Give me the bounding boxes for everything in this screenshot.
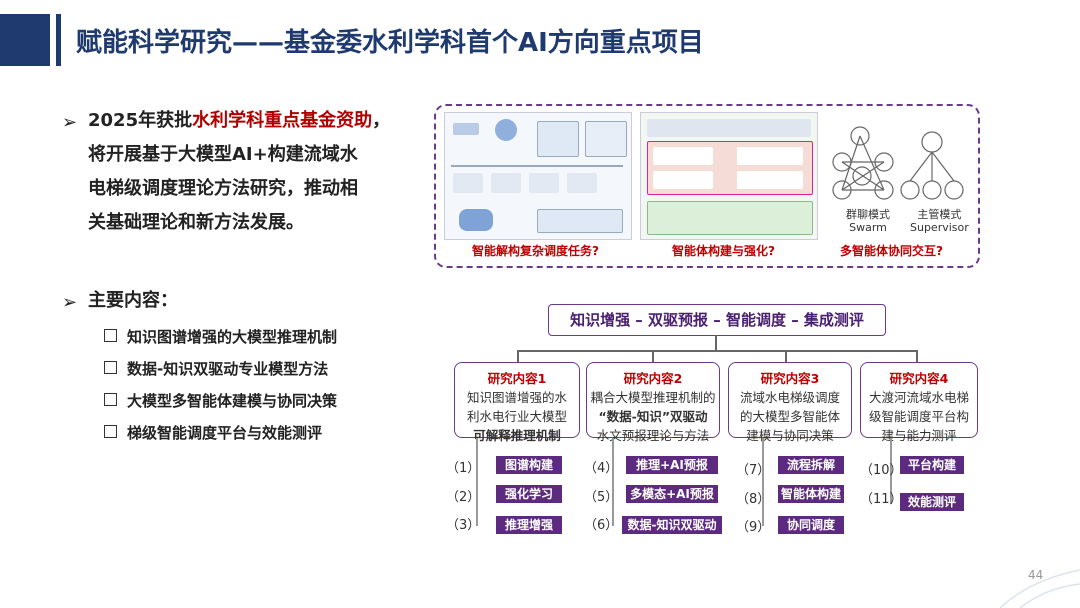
- research-content-line: “数据-知识”双驱动: [598, 409, 708, 424]
- header-accent-block: [0, 14, 50, 66]
- agent-network-icon: [832, 126, 964, 200]
- task-stem-line: [612, 438, 614, 526]
- content-item-text: 大模型多智能体建模与协同决策: [127, 392, 338, 410]
- task-number: （8）: [736, 492, 771, 507]
- task-pill: 多模态+AI预报: [626, 485, 718, 503]
- research-content-heading: 研究内容3: [760, 371, 820, 386]
- research-content-box-4: 研究内容4 大渡河流域水电梯 级智能调度平台构 建与能力测评: [860, 362, 978, 443]
- task-pill: 数据-知识双驱动: [622, 516, 722, 534]
- task-stem-line: [890, 438, 892, 504]
- task-number: （7）: [736, 463, 771, 478]
- checkbox-square-icon: [104, 393, 117, 406]
- figure-panel: [434, 104, 980, 268]
- task-number: （10）: [860, 463, 903, 478]
- task-stem-line: [762, 438, 764, 526]
- panel-caption-3: 多智能体协同交互?: [840, 244, 943, 258]
- connector-line: [715, 335, 717, 350]
- research-content-box-2: 研究内容2 耦合大模型推理机制的 “数据-知识”双驱动 水文预报理论与方法: [586, 362, 720, 443]
- connector-line: [916, 350, 918, 362]
- research-content-line: 耦合大模型推理机制的: [590, 390, 716, 405]
- checkbox-square-icon: [104, 361, 117, 374]
- panel-caption-1: 智能解构复杂调度任务?: [472, 244, 599, 258]
- bullet1-line-3: 电梯级调度理论方法研究，推动相: [88, 178, 358, 199]
- research-content-heading: 研究内容2: [623, 371, 683, 386]
- bullet-arrow-icon: ➢: [62, 292, 78, 313]
- multi-agent-figure: 群聊模式 Swarm 主管模式 Supervisor: [826, 114, 970, 234]
- bullet1-line-2: 将开展基于大模型AI+构建流域水: [88, 144, 358, 165]
- page-title: 赋能科学研究——基金委水利学科首个AI方向重点项目: [76, 28, 704, 58]
- task-pill: 流程拆解: [778, 456, 844, 474]
- task-pill: 图谱构建: [496, 456, 562, 474]
- diagram-top-box: 知识增强 – 双驱预报 – 智能调度 – 集成测评: [548, 304, 886, 336]
- research-content-box-3: 研究内容3 流域水电梯级调度 的大模型多智能体 建模与协同决策: [728, 362, 852, 443]
- connector-line: [517, 350, 519, 362]
- task-number: （9）: [736, 520, 771, 535]
- bullet-arrow-icon: ➢: [62, 112, 78, 133]
- task-pill: 协同调度: [778, 516, 844, 534]
- supervisor-mode-cn: 主管模式: [917, 208, 962, 221]
- bullet1-line1-c: ，: [372, 110, 391, 131]
- task-number: （2）: [446, 490, 481, 505]
- content-item-text: 梯级智能调度平台与效能测评: [127, 424, 323, 442]
- research-content-box-1: 研究内容1 知识图谱增强的水 利水电行业大模型 可解释推理机制: [454, 362, 580, 443]
- task-number: （11）: [860, 492, 903, 507]
- task-number: （4）: [584, 461, 619, 476]
- content-item: 数据-知识双驱动专业模型方法: [104, 358, 328, 379]
- research-content-line: 知识图谱增强的水: [466, 390, 567, 405]
- content-item: 梯级智能调度平台与效能测评: [104, 422, 322, 443]
- bullet1-text: 2025年获批水利学科重点基金资助， 将开展基于大模型AI+构建流域水 电梯级调…: [88, 104, 418, 240]
- task-pill: 推理增强: [496, 516, 562, 534]
- swarm-mode-label: 群聊模式 Swarm: [846, 208, 890, 234]
- research-content-line: 利水电行业大模型: [466, 409, 567, 424]
- research-content-line: 流域水电梯级调度: [739, 390, 840, 405]
- bullet1-line1-a: 2025年获批: [88, 110, 193, 131]
- task-pill: 平台构建: [900, 456, 964, 474]
- bullet1-highlight: 水利学科重点基金资助: [192, 110, 373, 131]
- task-pill: 强化学习: [496, 485, 562, 503]
- agent-construction-figure: [640, 112, 818, 240]
- task-decomposition-figure: [444, 112, 632, 240]
- research-content-heading: 研究内容1: [487, 371, 547, 386]
- supervisor-mode-en: Supervisor: [910, 221, 969, 234]
- swarm-mode-cn: 群聊模式: [846, 208, 890, 221]
- connector-line: [785, 350, 787, 362]
- content-item: 知识图谱增强的大模型推理机制: [104, 326, 337, 347]
- task-pill: 智能体构建: [778, 485, 844, 503]
- panel-caption-2: 智能体构建与强化?: [672, 244, 775, 258]
- content-item: 大模型多智能体建模与协同决策: [104, 390, 337, 411]
- task-pill: 效能测评: [900, 493, 964, 511]
- header-accent-bar: [56, 14, 61, 66]
- bullet2-label: 主要内容：: [88, 290, 178, 311]
- research-content-line: 级智能调度平台构: [868, 409, 969, 424]
- task-number: （3）: [446, 518, 481, 533]
- content-item-text: 数据-知识双驱动专业模型方法: [127, 360, 329, 378]
- research-content-line: 水文预报理论与方法: [596, 428, 710, 443]
- swarm-mode-en: Swarm: [849, 221, 887, 234]
- bullet1-line-1: 2025年获批水利学科重点基金资助，: [88, 104, 418, 138]
- research-content-line: 建与能力测评: [881, 428, 957, 443]
- task-number: （6）: [584, 518, 619, 533]
- research-content-heading: 研究内容4: [889, 371, 949, 386]
- task-pill: 推理+AI预报: [626, 456, 718, 474]
- task-number: （5）: [584, 490, 619, 505]
- research-content-line: 可解释推理机制: [473, 428, 561, 443]
- connector-line: [652, 350, 654, 362]
- research-content-line: 建模与协同决策: [746, 428, 834, 443]
- page-number: 44: [1028, 568, 1044, 582]
- decorative-corner-icon: [999, 569, 1080, 608]
- research-content-line: 的大模型多智能体: [739, 409, 840, 424]
- checkbox-square-icon: [104, 329, 117, 342]
- task-number: （1）: [446, 461, 481, 476]
- bullet1-line-4: 关基础理论和新方法发展。: [88, 212, 304, 233]
- connector-line: [517, 350, 917, 352]
- research-content-line: 大渡河流域水电梯: [868, 390, 969, 405]
- content-item-text: 知识图谱增强的大模型推理机制: [127, 328, 338, 346]
- checkbox-square-icon: [104, 425, 117, 438]
- supervisor-mode-label: 主管模式 Supervisor: [910, 208, 969, 234]
- task-stem-line: [476, 438, 478, 526]
